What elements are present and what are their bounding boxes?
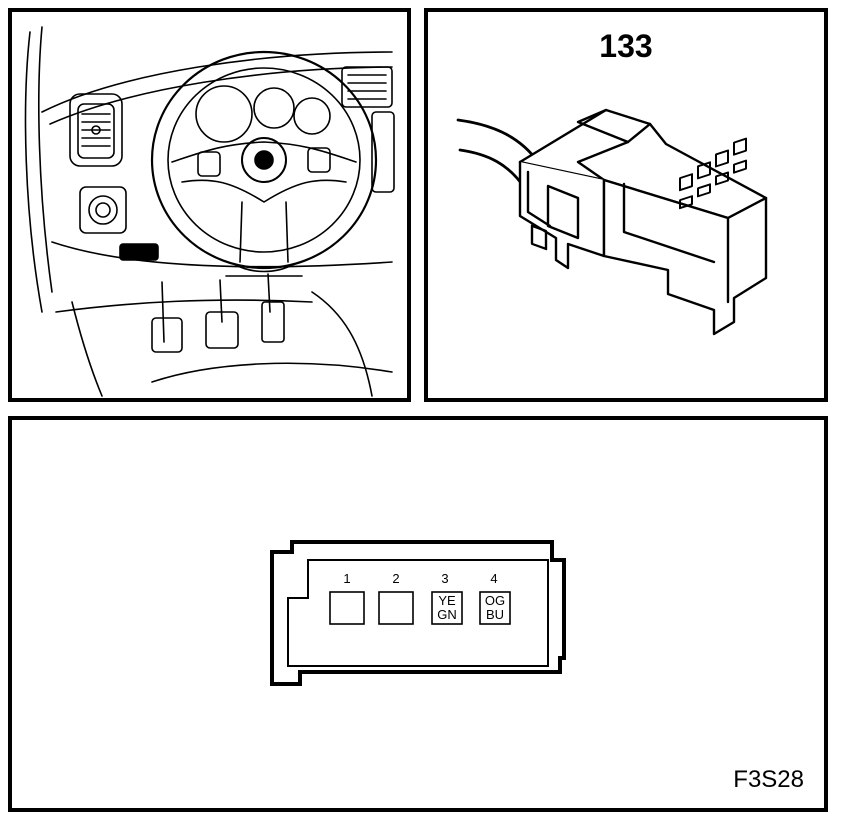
pin-cavity bbox=[329, 591, 365, 625]
connector-face-diagram: 1 2 3 YE GN 4 OG BU bbox=[270, 540, 566, 686]
left-air-vent bbox=[69, 93, 123, 167]
pin-1: 1 bbox=[329, 571, 365, 625]
pin-2: 2 bbox=[378, 571, 414, 625]
pedals bbox=[151, 273, 285, 353]
connector-location-mark bbox=[119, 243, 159, 261]
dashboard-illustration bbox=[24, 26, 395, 397]
steering-wheel bbox=[150, 50, 378, 270]
figure-code: F3S28 bbox=[733, 766, 804, 793]
pin-3: 3 YE GN bbox=[431, 571, 463, 625]
pin-4: 4 OG BU bbox=[479, 571, 511, 625]
pin-number: 1 bbox=[343, 571, 350, 586]
pin-cavity bbox=[378, 591, 414, 625]
pin-number: 4 bbox=[490, 571, 497, 586]
connector-housing bbox=[518, 108, 768, 336]
wire-color-bottom: GN bbox=[437, 607, 457, 622]
pin-number: 3 bbox=[441, 571, 448, 586]
connector-face-inner-outline bbox=[287, 559, 549, 667]
wire-color-top: YE bbox=[438, 593, 456, 608]
connector-front-cavities bbox=[679, 137, 747, 210]
connector-isometric-illustration bbox=[456, 108, 768, 336]
light-switch bbox=[79, 186, 127, 234]
center-air-vent bbox=[341, 66, 393, 108]
pinout-panel: 1 2 3 YE GN 4 OG BU F3S28 bbox=[8, 416, 828, 812]
connector-view-panel: 133 bbox=[424, 8, 828, 402]
wire-color-top: OG bbox=[485, 593, 505, 608]
connector-face-outline bbox=[270, 540, 566, 686]
pin-cavity bbox=[479, 591, 511, 625]
pin-cavity bbox=[431, 591, 463, 625]
dashboard-location-panel bbox=[8, 8, 411, 402]
pin-number: 2 bbox=[392, 571, 399, 586]
connector-reference: 133 bbox=[599, 28, 653, 64]
wire-color-bottom: BU bbox=[486, 607, 504, 622]
